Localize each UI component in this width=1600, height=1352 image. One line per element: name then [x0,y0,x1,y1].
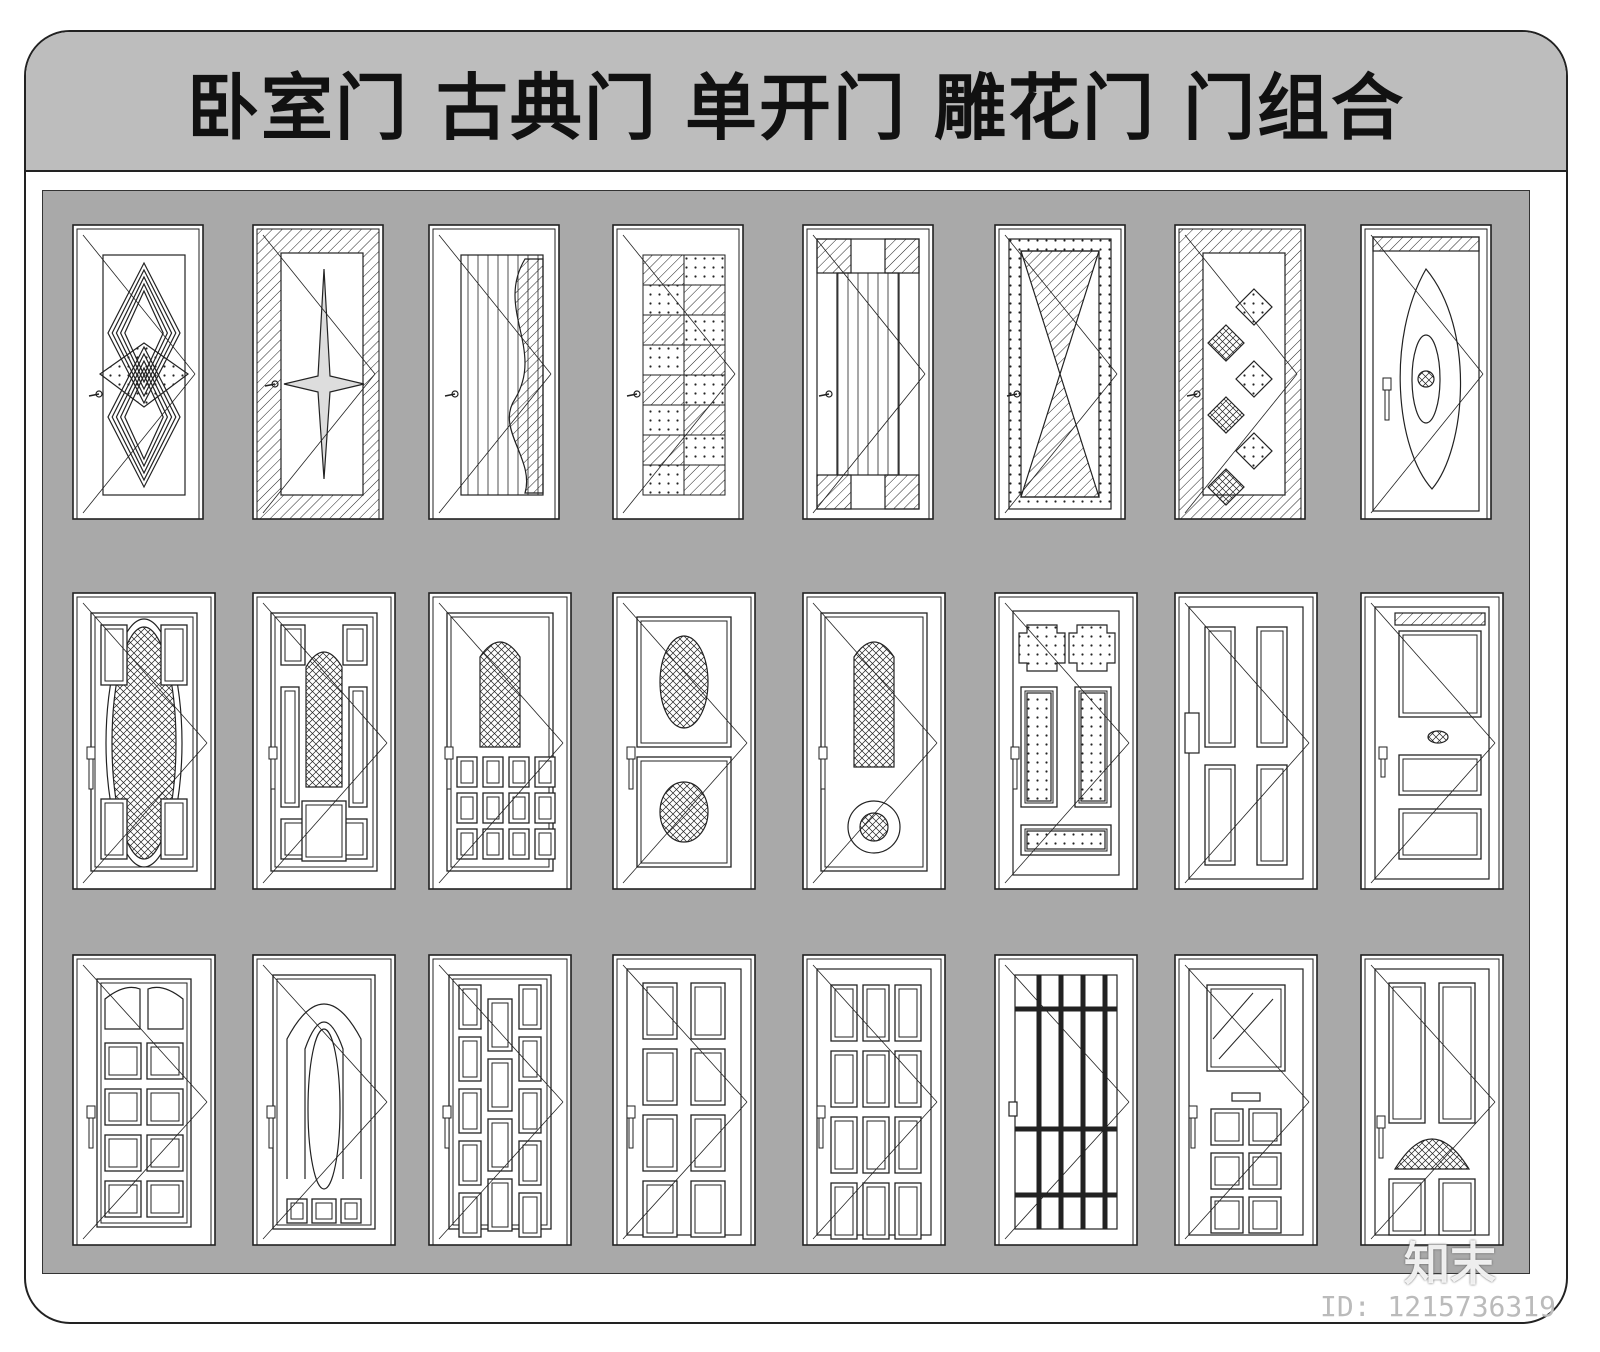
panel-door-icon [802,954,946,1246]
classic-door-icon [802,592,946,890]
classic-door-icon [1174,592,1318,890]
classic-door-icon [994,592,1138,890]
classic-door-icon [428,592,572,890]
panel-door-icon [428,954,572,1246]
door-catalog-panel [42,190,1530,1274]
panel-door-icon [1174,954,1318,1246]
modern-door-icon [252,224,384,520]
panel-door-icon [612,954,756,1246]
door-drawings [72,224,1504,1246]
page-title: 卧室门 古典门 单开门 雕花门 门组合 [186,65,1406,150]
drawing-sheet: 卧室门 古典门 单开门 雕花门 门组合 知末 [24,30,1568,1324]
modern-door-icon [994,224,1126,520]
panel-door-icon [1360,954,1504,1246]
panel-door-icon [252,954,396,1246]
modern-door-icon [612,224,744,520]
watermark-id: ID: 1215736319 [1319,1290,1556,1323]
modern-door-icon [72,224,204,520]
modern-door-icon [1174,224,1306,520]
classic-door-icon [1360,592,1504,890]
panel-door-icon [994,954,1138,1246]
modern-door-icon [428,224,560,520]
classic-door-icon [252,592,396,890]
modern-door-icon [1360,224,1492,520]
title-band: 卧室门 古典门 单开门 雕花门 门组合 [26,32,1566,172]
classic-door-icon [612,592,756,890]
modern-door-icon [802,224,934,520]
classic-door-icon [72,592,216,890]
panel-door-icon [72,954,216,1246]
watermark-logo: 知末 [1404,1237,1496,1291]
